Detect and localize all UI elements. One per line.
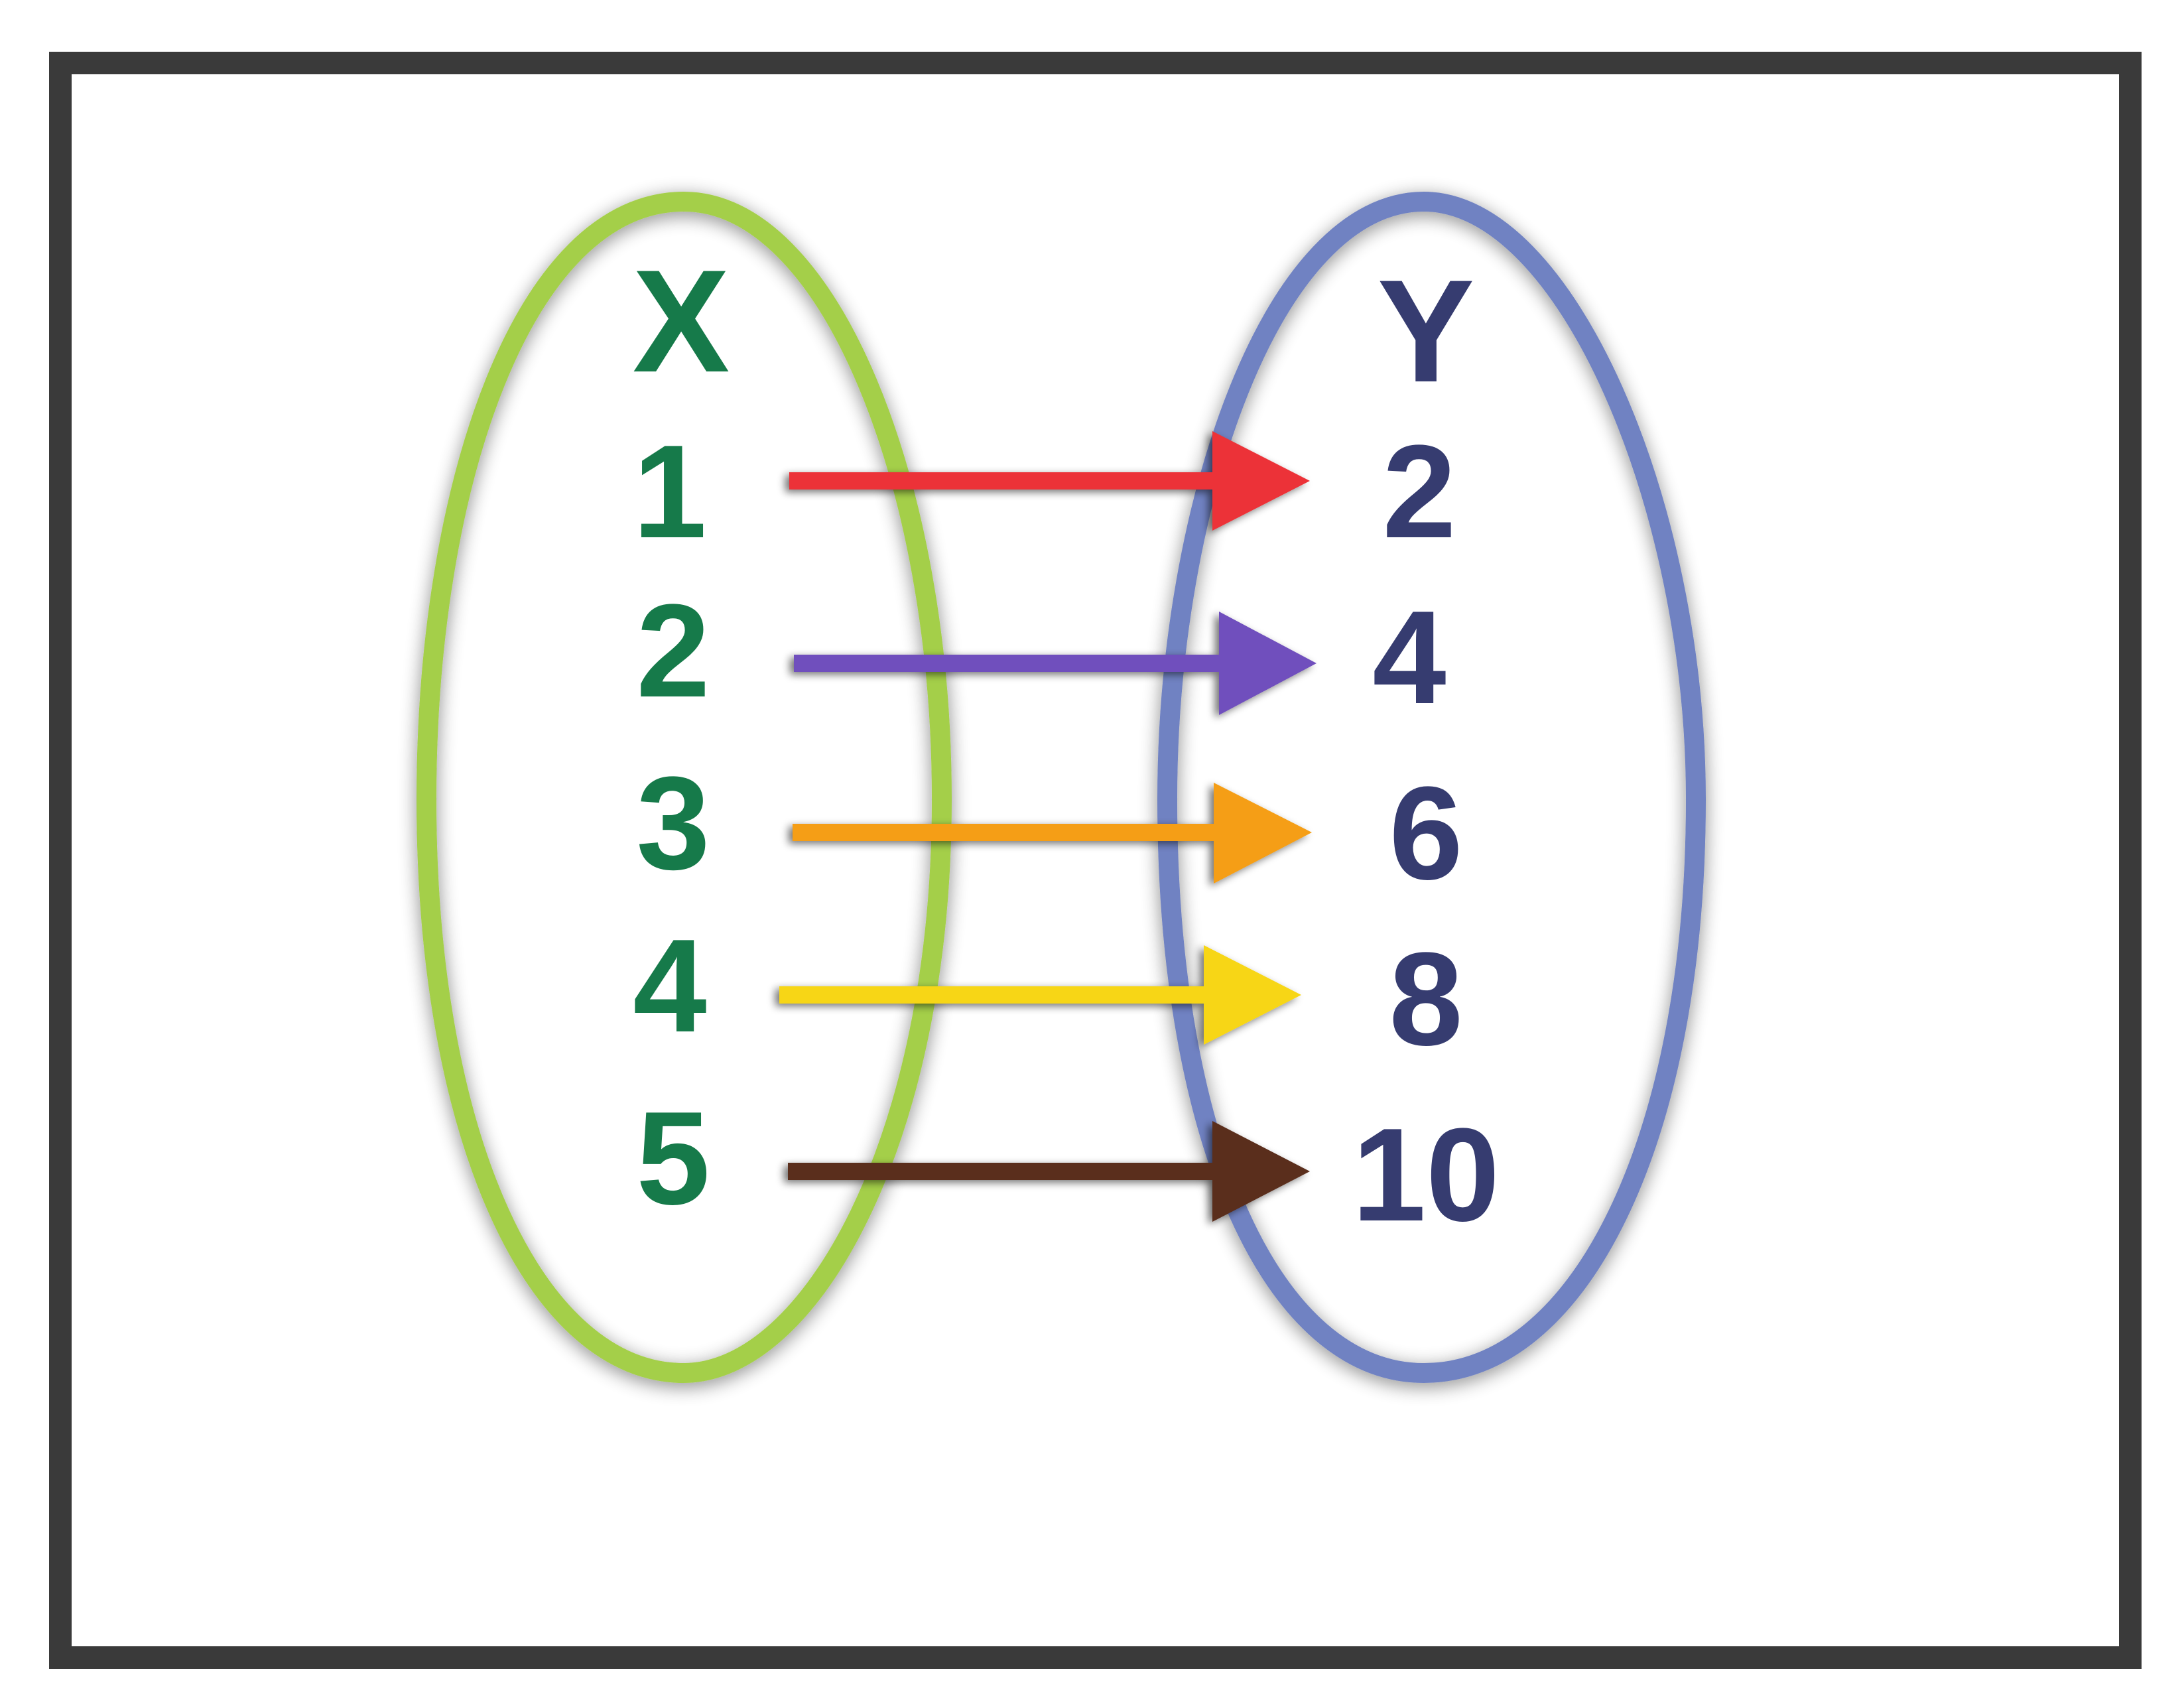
range-oval [1157, 191, 1706, 1384]
range-value: 6 [1389, 759, 1462, 907]
arrow-2-to-4 [794, 612, 1317, 715]
range-values: 2 4 6 8 10 [1352, 418, 1500, 1249]
range-value: 10 [1352, 1101, 1500, 1249]
domain-value: 4 [633, 912, 706, 1060]
domain-value: 1 [633, 418, 706, 566]
range-header: Y [1378, 249, 1475, 413]
domain-header: X [633, 239, 730, 403]
range-value: 2 [1382, 418, 1456, 566]
arrow-4-to-8 [779, 945, 1301, 1045]
domain-value: 3 [636, 750, 710, 897]
range-value: 8 [1389, 925, 1462, 1073]
domain-oval [416, 191, 952, 1384]
mapping-arrows [779, 431, 1317, 1222]
domain-values: 1 2 3 4 5 [633, 418, 710, 1232]
arrow-3-to-6 [793, 783, 1312, 884]
arrow-1-to-2 [789, 431, 1310, 531]
outer-frame [49, 52, 2142, 1669]
arrow-5-to-10 [788, 1121, 1310, 1222]
domain-value: 5 [636, 1084, 710, 1232]
range-value: 4 [1372, 584, 1446, 732]
domain-value: 2 [636, 577, 710, 725]
